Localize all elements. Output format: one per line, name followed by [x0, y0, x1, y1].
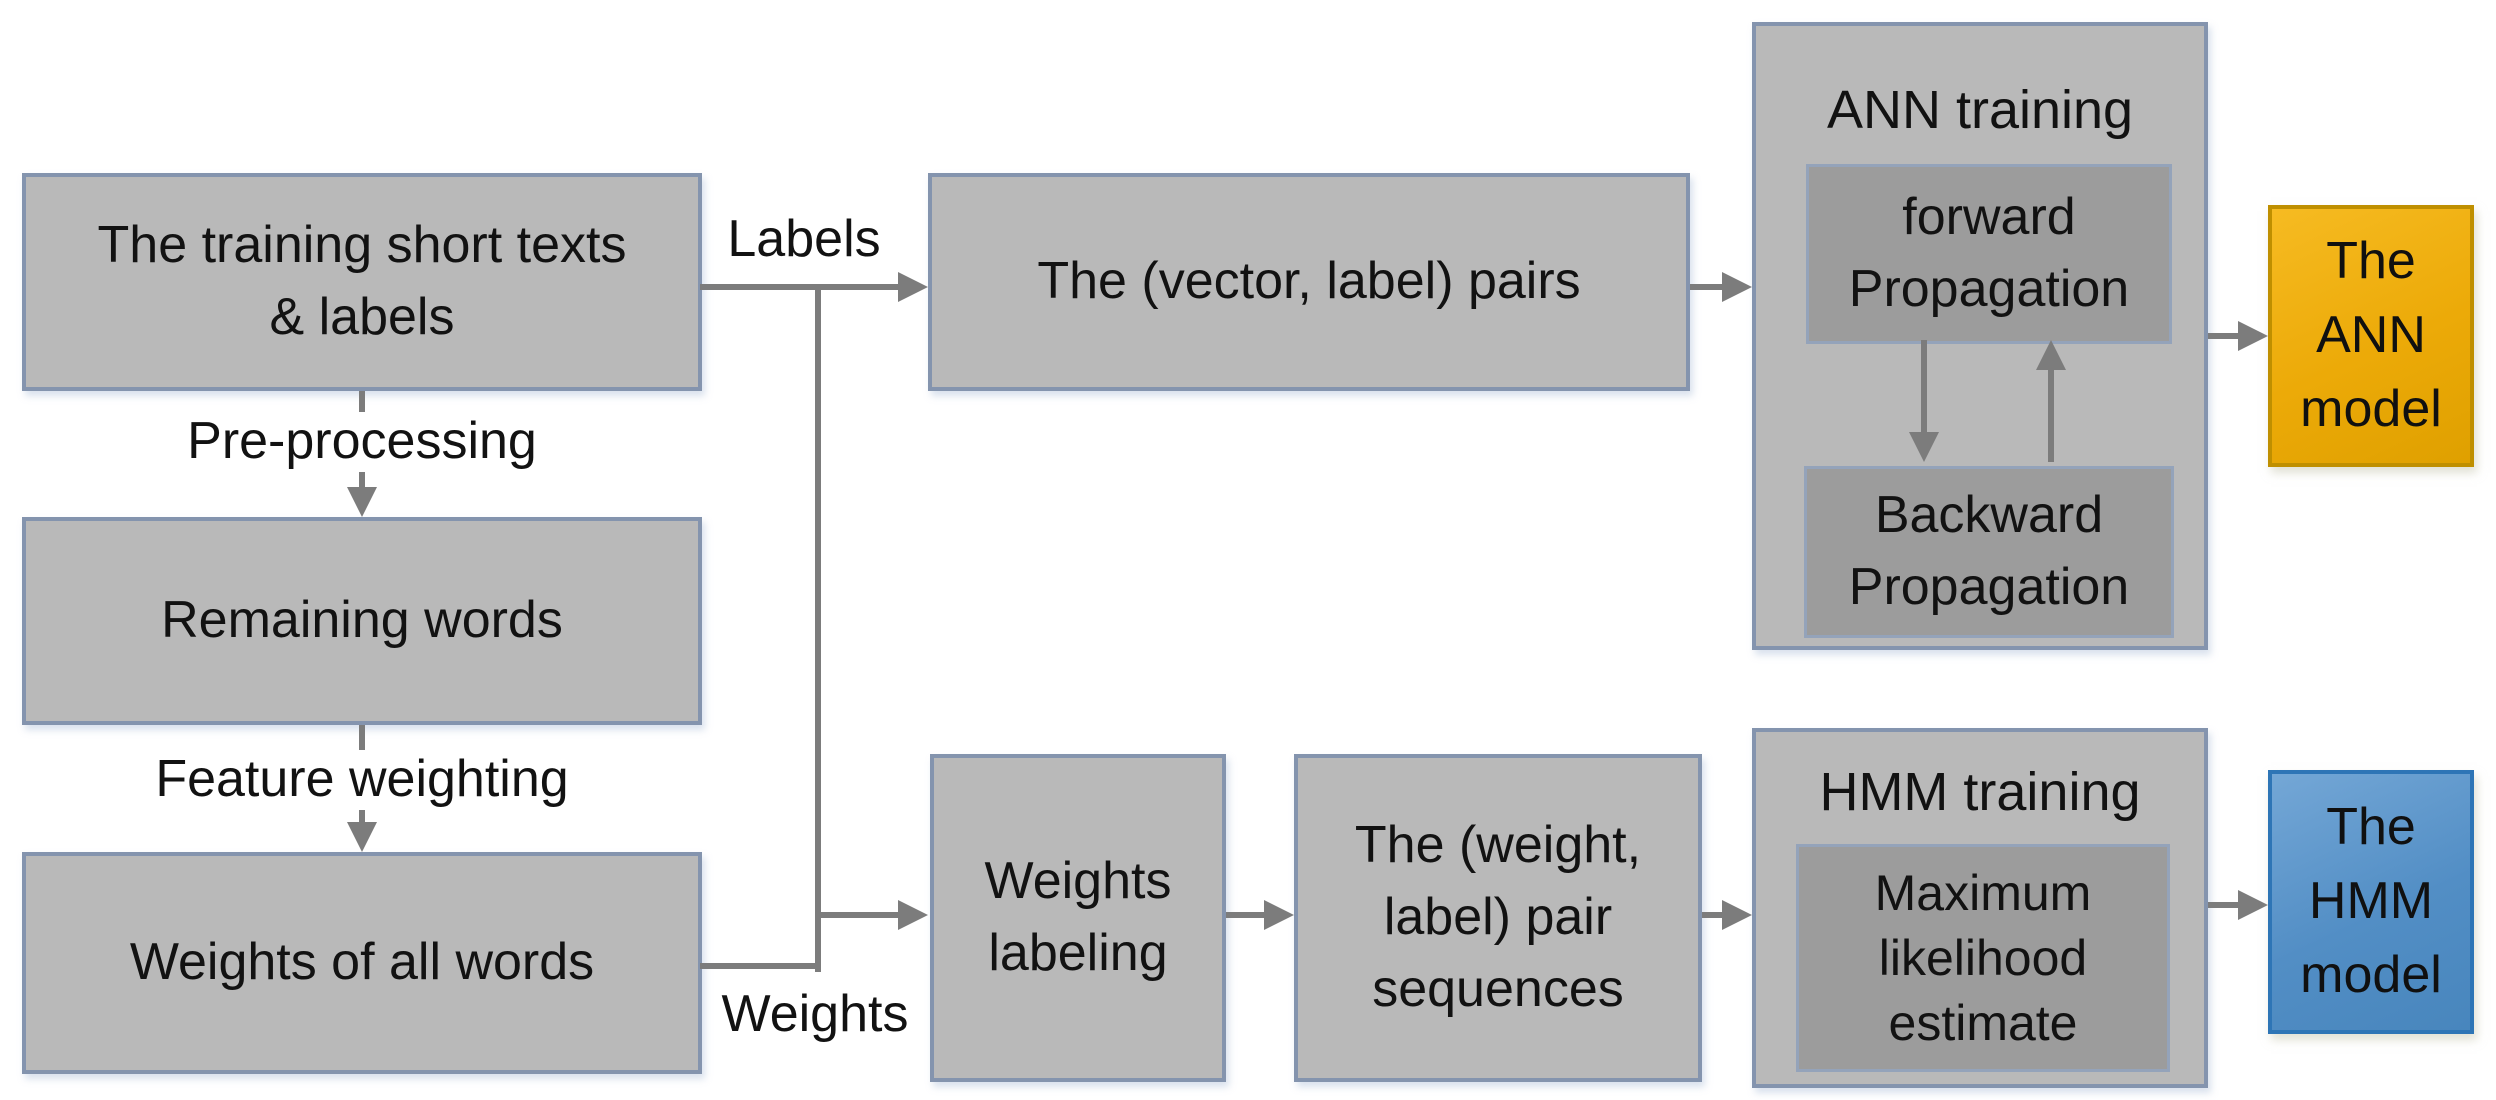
edge-weights-exit-line [700, 963, 821, 969]
edge-labels-line [700, 284, 900, 290]
edge-weights-arrowhead-icon [898, 900, 928, 930]
node-remaining-words: Remaining words [22, 517, 702, 725]
group-ann-training-title: ANN training [1826, 80, 2134, 140]
edge-forward-to-backward-arrowhead-icon [1909, 432, 1939, 462]
edge-hmm-to-model-arrowhead-icon [2238, 890, 2268, 920]
edge-weights-line [815, 912, 900, 918]
edge-label-labels: Labels [727, 210, 881, 268]
group-hmm-training-title: HMM training [1819, 762, 2141, 822]
edge-labeling-to-sequences-arrowhead-icon [1264, 900, 1294, 930]
group-ann-training: ANN training forward Propagation Backwar… [1752, 22, 2208, 650]
node-maximum-likelihood-estimate: Maximum likelihood estimate [1796, 844, 2170, 1072]
node-weights-of-all-words: Weights of all words [22, 852, 702, 1074]
group-hmm-training: HMM training Maximum likelihood estimate [1752, 728, 2208, 1088]
node-weight-label-sequences: The (weight, label) pair sequences [1294, 754, 1702, 1082]
edge-label-feature-weighting: Feature weighting [147, 750, 577, 810]
edge-labels-branch-line [815, 284, 821, 972]
node-vector-label-pairs: The (vector, label) pairs [928, 173, 1690, 391]
edge-preprocessing-arrowhead-icon [347, 487, 377, 517]
node-weights-labeling: Weights labeling [930, 754, 1226, 1082]
edge-labels-arrowhead-icon [898, 272, 928, 302]
node-backward-propagation: Backward Propagation [1804, 466, 2174, 638]
edge-feature-weighting-arrowhead-icon [347, 822, 377, 852]
edge-pairs-to-ann-line [1690, 284, 1724, 290]
edge-label-weights: Weights [721, 985, 909, 1043]
edge-labeling-to-sequences-line [1226, 912, 1266, 918]
edge-ann-to-model-line [2208, 333, 2242, 339]
edge-hmm-to-model-line [2208, 902, 2242, 908]
edge-sequences-to-hmm-line [1702, 912, 1726, 918]
edge-sequences-to-hmm-arrowhead-icon [1722, 900, 1752, 930]
node-ann-model: The ANN model [2268, 205, 2474, 467]
node-forward-propagation: forward Propagation [1806, 164, 2172, 344]
edge-forward-to-backward-line [1921, 340, 1927, 434]
node-hmm-model: The HMM model [2268, 770, 2474, 1034]
edge-backward-to-forward-arrowhead-icon [2036, 340, 2066, 370]
node-training-short-texts: The training short texts & labels [22, 173, 702, 391]
edge-ann-to-model-arrowhead-icon [2238, 321, 2268, 351]
edge-backward-to-forward-line [2048, 368, 2054, 462]
edge-pairs-to-ann-arrowhead-icon [1722, 272, 1752, 302]
edge-label-pre-processing: Pre-processing [179, 412, 545, 472]
